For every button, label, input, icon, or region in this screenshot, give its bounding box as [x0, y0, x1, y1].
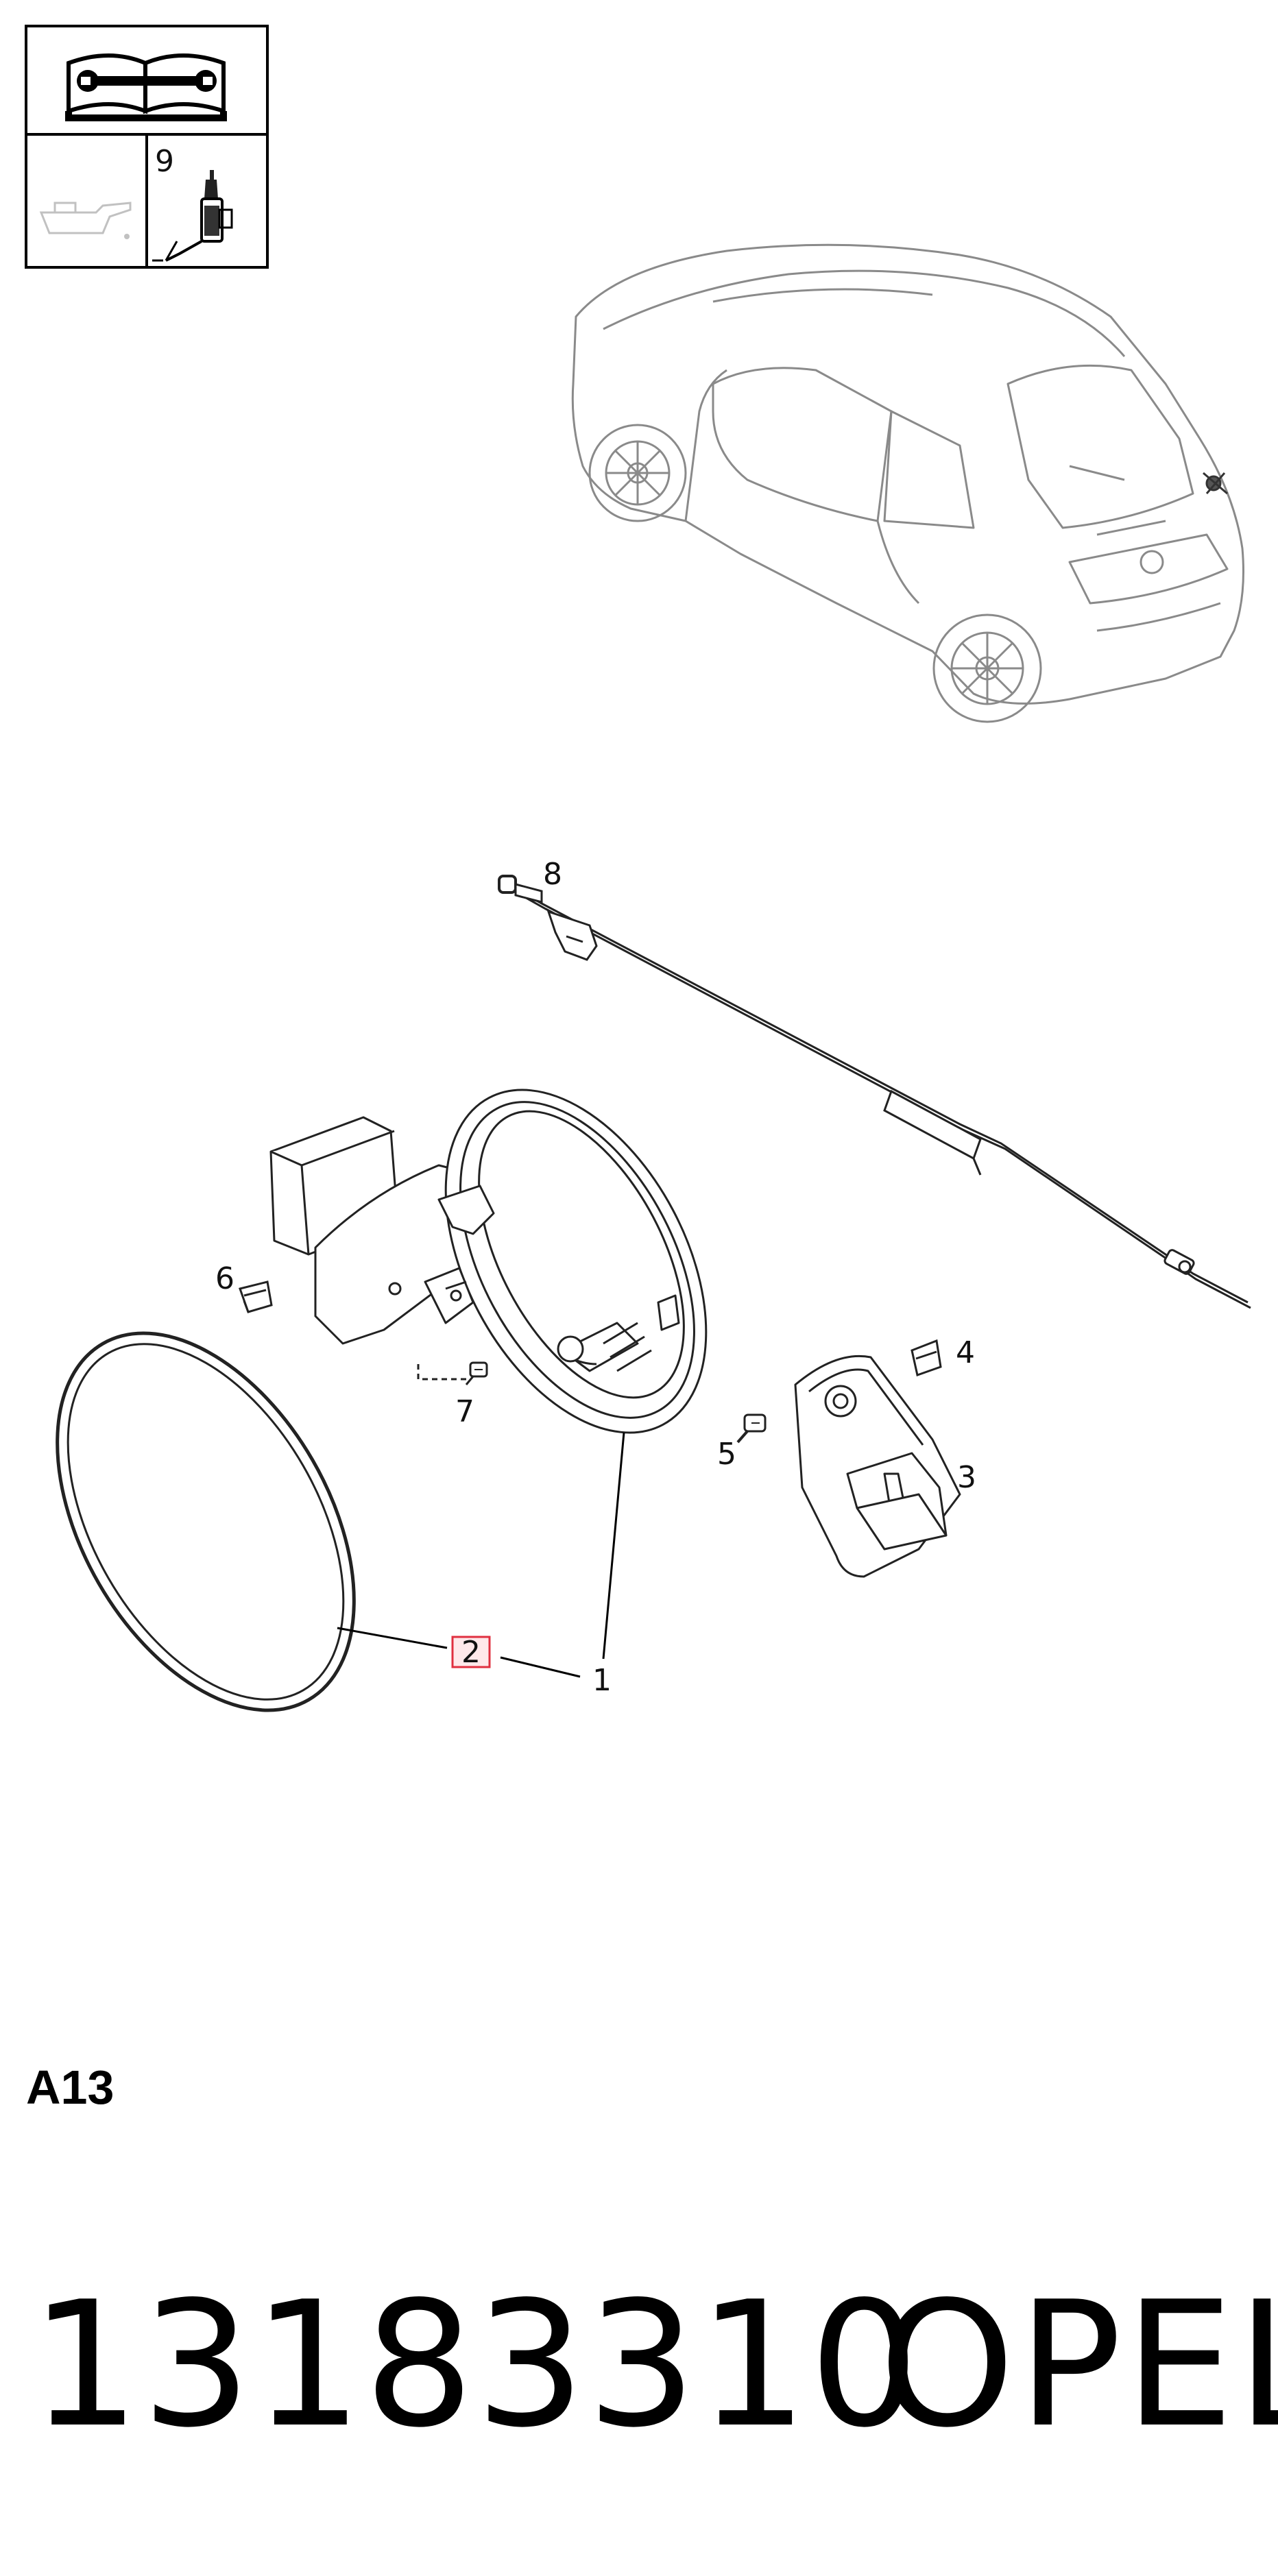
callout-8: 8 [543, 857, 562, 892]
repair-manual-icon [65, 53, 227, 121]
leader-lines [337, 1432, 625, 1678]
screw-5-icon [736, 1413, 767, 1444]
legend-box: 9 [25, 25, 269, 269]
callout-1: 1 [592, 1663, 612, 1698]
clip-4-icon [911, 1339, 942, 1376]
vehicle-illustration [571, 243, 1244, 723]
brand-name: OPEL [879, 2265, 1278, 2466]
callout-6: 6 [215, 1261, 234, 1296]
part-number: 13183310 [30, 2265, 921, 2466]
actuator-bracket [794, 1354, 961, 1578]
oil-can-icon [39, 202, 132, 239]
callout-2: 2 [461, 1635, 481, 1670]
callout-5: 5 [717, 1437, 736, 1472]
callout-4: 4 [956, 1335, 975, 1370]
screw-7-icon [465, 1361, 488, 1385]
callout-7: 7 [455, 1394, 474, 1429]
clip-6-icon [239, 1280, 273, 1313]
highlight-box-2 [451, 1636, 491, 1668]
adhesive-bottle-icon [152, 170, 233, 262]
callout-3: 3 [957, 1460, 976, 1495]
section-code: A13 [26, 2061, 114, 2114]
fuel-filler-housing [269, 1089, 708, 1434]
legend-note-number: 9 [155, 144, 174, 179]
gasket-ring [56, 1331, 356, 1712]
release-cable [498, 875, 1251, 1309]
